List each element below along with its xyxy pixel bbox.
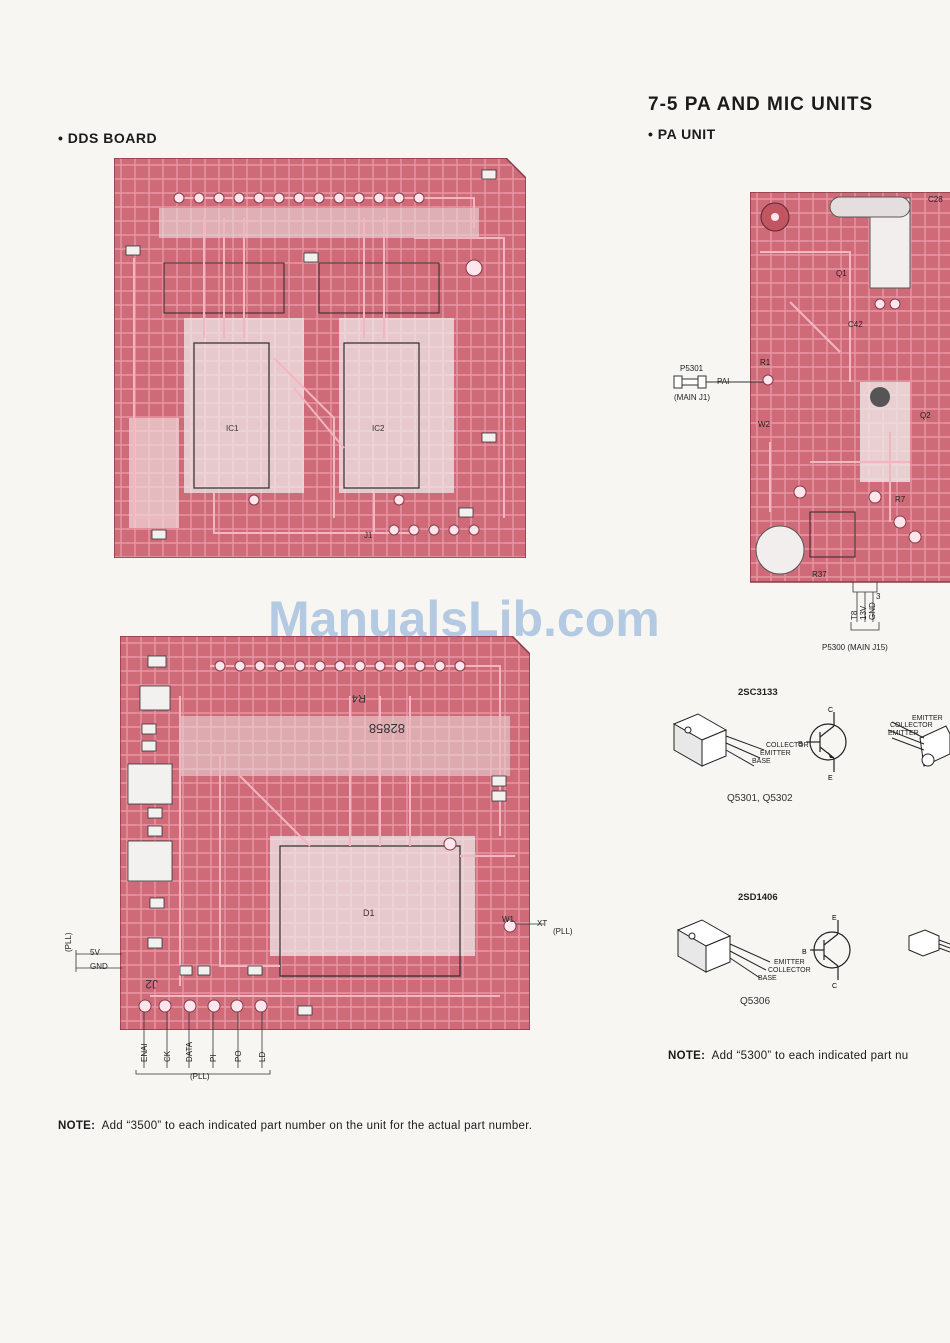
t2-pin-base: BASE <box>758 975 777 982</box>
c28-label: C28 <box>928 195 943 204</box>
p5300-pin-num: 3 <box>876 592 881 601</box>
q2-label: Q2 <box>920 411 931 420</box>
p5301-sub: (MAIN J1) <box>674 393 710 402</box>
side-transistor-drawing <box>887 721 950 767</box>
ic1-label: IC1 <box>226 424 239 433</box>
t2-pin-emitter: EMITTER <box>774 959 805 966</box>
pai-label: PAI <box>717 377 730 386</box>
dds-board-top-view: IC1 IC2 J1 <box>114 158 526 558</box>
j1-label: J1 <box>364 531 373 540</box>
r4-label: R4 <box>352 692 366 704</box>
w2-label: W2 <box>758 420 771 429</box>
svg-text:E: E <box>832 915 837 922</box>
section-title: 7-5 PA AND MIC UNITS <box>648 94 874 115</box>
side-pin-2: COLLECTOR <box>890 722 933 729</box>
left-pin-group: (PLL) <box>64 932 73 952</box>
pin-t8: T8 <box>850 610 859 620</box>
side-pin-1: EMITTER <box>912 715 943 722</box>
pa-note: NOTE: Add “5300” to each indicated part … <box>668 1050 909 1062</box>
pin-ld: LD <box>258 1051 267 1062</box>
r7-label: R7 <box>895 495 906 504</box>
pa-unit-title: • PA UNIT <box>648 126 716 142</box>
transistor2-parts: Q5306 <box>740 996 771 1007</box>
r1-label: R1 <box>760 358 771 367</box>
p5300-ref: P5300 (MAIN J15) <box>822 643 888 652</box>
bottom-pin-group: (PLL) <box>190 1072 210 1081</box>
svg-text:E: E <box>828 775 833 782</box>
ic2-label: IC2 <box>372 424 385 433</box>
pin-enai: ENAI <box>140 1043 149 1062</box>
svg-text:C: C <box>832 983 837 990</box>
side-transistor2-drawing <box>908 929 950 957</box>
transistor2-drawing: E B C <box>676 915 851 990</box>
xt-group: (PLL) <box>553 927 573 936</box>
transistor1-drawing: C B E <box>672 707 847 782</box>
pin-pi: PI <box>209 1054 218 1062</box>
j2-board-label: J2 <box>145 977 158 991</box>
t1-pin-collector: COLLECTOR <box>766 742 809 749</box>
q1-label: Q1 <box>836 269 847 278</box>
pin-ck: CK <box>163 1050 172 1062</box>
dds-board-bottom-view: R4 82858 D1 J2 <box>120 636 530 1030</box>
transistor1-type: 2SC3133 <box>738 687 778 698</box>
board-code-label: 82858 <box>369 721 405 736</box>
r37-label: R37 <box>812 570 827 579</box>
transistor1-parts: Q5301, Q5302 <box>727 793 793 804</box>
pin-gnd: GND <box>868 602 877 620</box>
p5300-connector <box>850 582 880 631</box>
svg-text:B: B <box>798 741 803 748</box>
pin-po: PO <box>234 1050 243 1062</box>
xt-leader <box>516 923 544 925</box>
t2-pin-collector: COLLECTOR <box>768 967 811 974</box>
bottom-pin-leaders <box>135 1012 271 1075</box>
pin-13v: 13V <box>859 605 868 620</box>
left-pin-leaders <box>75 950 122 972</box>
r6-label: C42 <box>848 320 863 329</box>
pin-gnd-label: GND <box>90 962 108 971</box>
p5301-connector <box>673 375 764 389</box>
dds-board-title: • DDS BOARD <box>58 130 158 146</box>
svg-text:C: C <box>828 707 833 714</box>
side-pin-3: EMITTER <box>888 730 919 737</box>
t1-pin-emitter: EMITTER <box>760 750 791 757</box>
p5301-ref: P5301 <box>680 364 704 373</box>
pin-data: DATA <box>185 1041 194 1062</box>
svg-text:B: B <box>802 949 807 956</box>
pa-board: C28 Q1 C42 R1 Q2 W2 R7 R37 <box>750 192 950 583</box>
t1-pin-base: BASE <box>752 758 771 765</box>
dds-note: NOTE: Add “3500” to each indicated part … <box>58 1120 533 1132</box>
watermark: ManualsLib.com <box>268 591 660 647</box>
w1-pad-label: W1 <box>502 915 514 924</box>
transistor2-type: 2SD1406 <box>738 892 778 903</box>
d1-label: D1 <box>363 908 375 918</box>
xt-label: XT <box>537 919 548 928</box>
pin-5v-label: 5V <box>90 948 100 957</box>
